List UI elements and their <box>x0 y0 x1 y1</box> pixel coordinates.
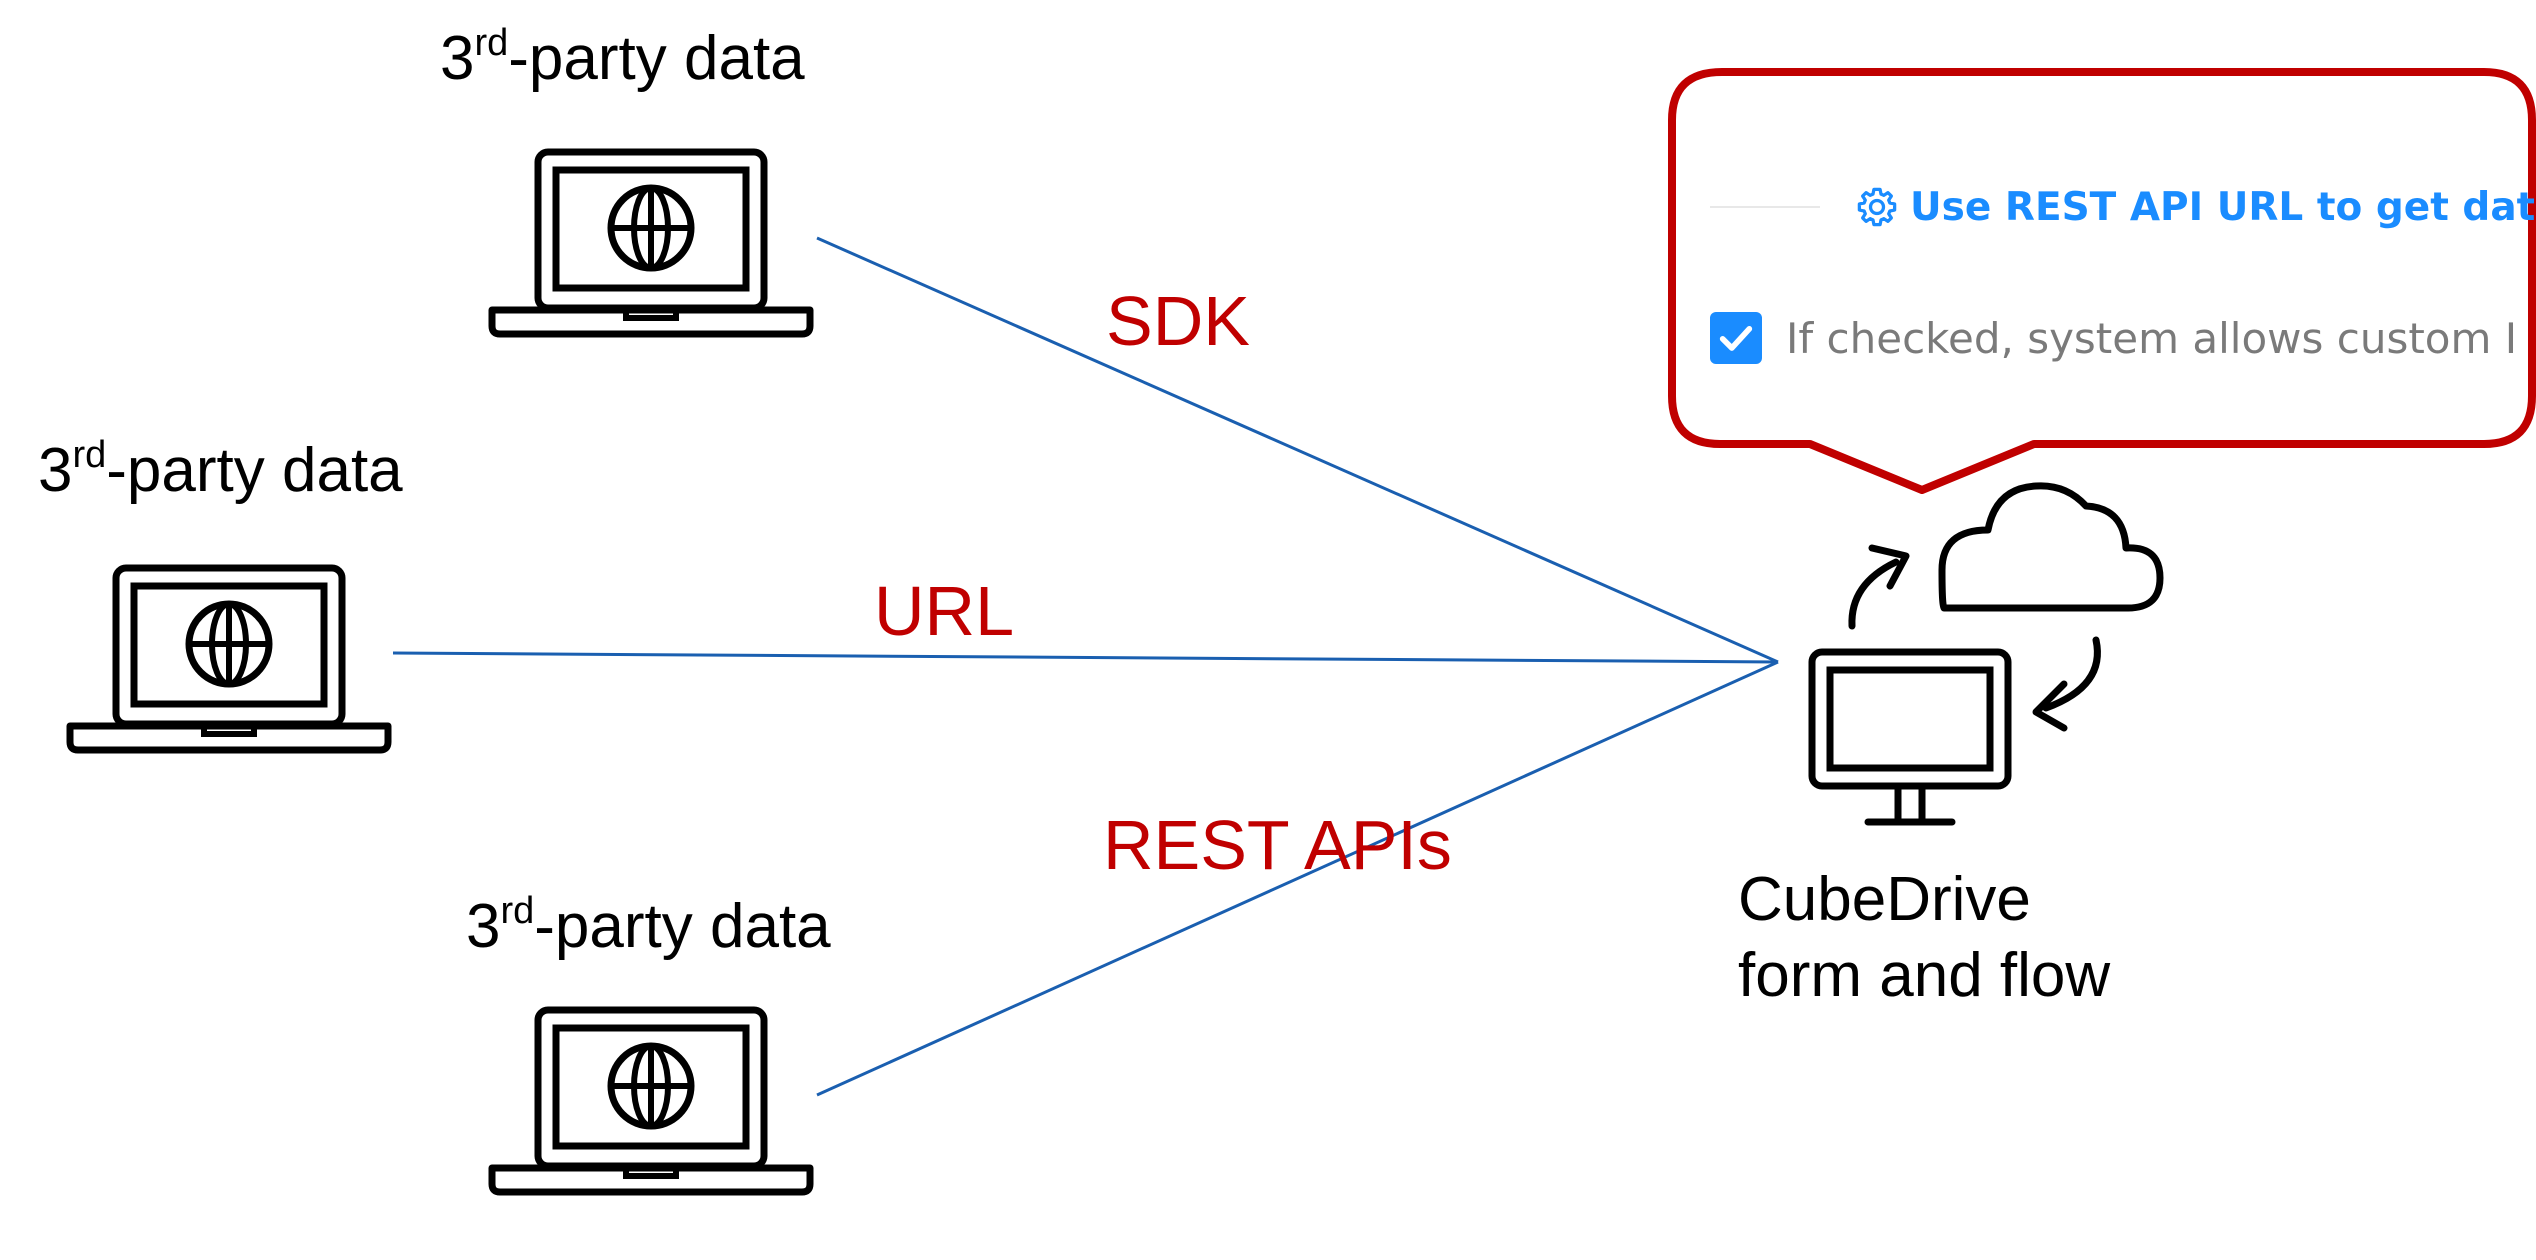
custom-url-checkbox[interactable] <box>1710 312 1762 364</box>
gear-icon <box>1857 187 1897 227</box>
monitor-cloud-sync-icon <box>1808 482 2164 826</box>
connector-line-rest <box>816 660 1779 1097</box>
connection-label-url: URL <box>874 572 1015 650</box>
source-label-text: -party data <box>534 892 831 961</box>
rest-api-url-link[interactable]: Use REST API URL to get data <box>1854 184 2534 230</box>
connection-label-rest-apis: REST APIs <box>1103 806 1452 884</box>
source-label-number: 3 <box>466 892 501 961</box>
settings-callout: Use REST API URL to get data If checked,… <box>1674 72 2534 442</box>
target-label-name: CubeDrive <box>1738 865 2031 934</box>
source-label-number: 3 <box>440 24 475 93</box>
source-label-bottom: 3rd-party data <box>466 892 831 958</box>
laptop-globe-icon <box>492 152 810 334</box>
source-label-top: 3rd-party data <box>440 24 805 90</box>
laptop-globe-icon <box>70 568 388 750</box>
source-label-superscript: rd <box>500 890 535 932</box>
source-label-middle: 3rd-party data <box>38 436 403 502</box>
callout-border <box>1668 68 2536 494</box>
connector-line-url <box>392 651 1779 664</box>
target-label: CubeDrive form and flow <box>1738 862 2110 1014</box>
source-label-text: -party data <box>106 436 403 505</box>
target-label-subtitle: form and flow <box>1738 941 2111 1010</box>
laptop-globe-icon <box>492 1010 810 1192</box>
checkbox-description: If checked, system allows custom I <box>1786 313 2518 363</box>
rest-api-setting-row: Use REST API URL to get data <box>1674 184 2534 230</box>
source-label-superscript: rd <box>72 434 107 476</box>
source-label-number: 3 <box>38 436 73 505</box>
connection-label-sdk: SDK <box>1106 282 1250 360</box>
custom-checkbox-row: If checked, system allows custom I <box>1710 312 2517 364</box>
connector-line-sdk <box>816 236 1779 664</box>
divider <box>1710 206 1820 208</box>
source-label-superscript: rd <box>474 22 509 64</box>
checkmark-icon <box>1719 326 1753 351</box>
rest-api-url-link-label: Use REST API URL to get data <box>1910 184 2534 230</box>
source-label-text: -party data <box>508 24 805 93</box>
